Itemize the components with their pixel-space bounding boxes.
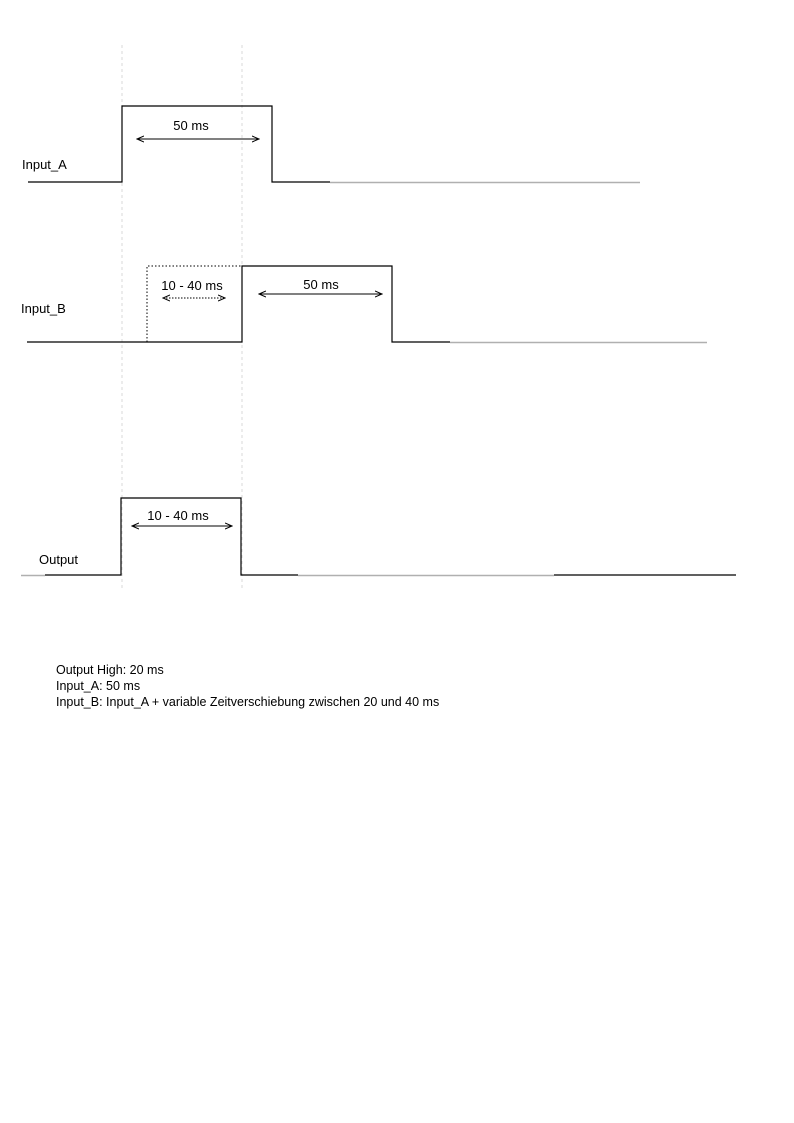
output-label: Output <box>39 552 78 567</box>
signal-input-a: Input_A 50 ms <box>22 105 640 184</box>
signal-output: Output 10 - 40 ms <box>21 497 736 577</box>
notes: Output High: 20 ms Input_A: 50 ms Input_… <box>56 662 439 710</box>
note-input-b: Input_B: Input_A + variable Zeitverschie… <box>56 695 440 709</box>
input-b-delay-label: 10 - 40 ms <box>161 278 223 293</box>
note-output-high: Output High: 20 ms <box>56 663 164 677</box>
note-input-a: Input_A: 50 ms <box>56 679 141 693</box>
input-b-pulse-label: 50 ms <box>303 277 339 292</box>
input-b-earliest-edge <box>146 265 242 342</box>
input-a-waveform <box>28 105 330 183</box>
input-b-label: Input_B <box>21 301 66 316</box>
output-pulse-label: 10 - 40 ms <box>147 508 209 523</box>
signal-input-b: Input_B 10 - 40 ms 50 ms <box>21 265 707 344</box>
output-waveform <box>45 497 298 576</box>
input-b-waveform <box>27 265 450 343</box>
input-a-pulse-label: 50 ms <box>173 118 209 133</box>
input-a-label: Input_A <box>22 157 67 172</box>
